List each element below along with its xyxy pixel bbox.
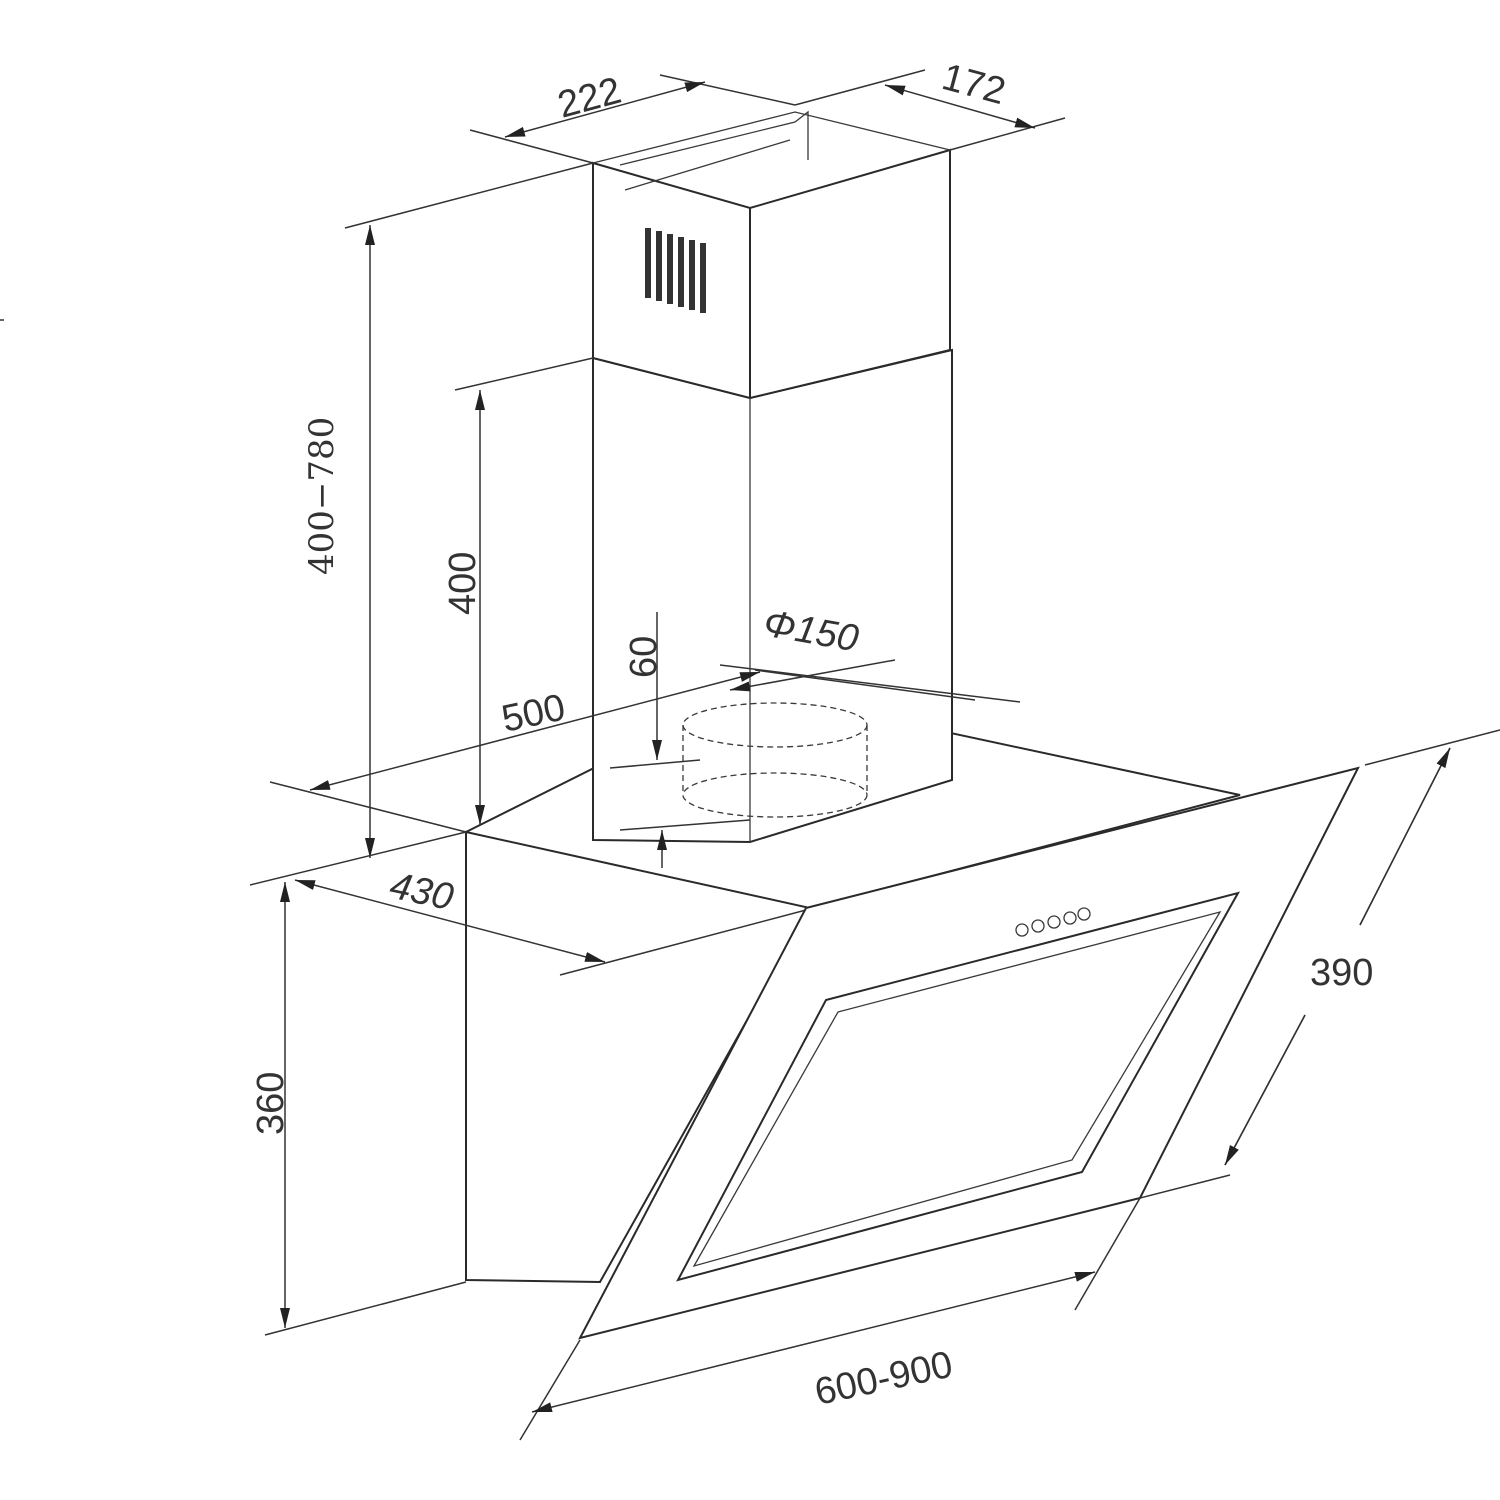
label-chimney-depth: 172 <box>938 56 1010 113</box>
label-chimney-width: 222 <box>553 70 625 127</box>
label-width-range: 600-900 <box>811 1344 956 1414</box>
glass-panel <box>578 766 1360 1340</box>
chimney <box>592 110 953 844</box>
label-body-height: 360 <box>250 1072 292 1135</box>
control-buttons <box>1015 907 1091 937</box>
label-outlet-height: 60 <box>623 636 665 678</box>
label-glass-height: 390 <box>1310 952 1373 994</box>
dimension-lines <box>0 69 1500 1441</box>
label-body-depth-top: 500 <box>498 687 569 741</box>
label-chimney-lower-height: 400 <box>442 552 484 615</box>
label-chimney-height-range: 400−780 <box>302 417 342 575</box>
vent-slots <box>645 228 706 313</box>
label-body-depth-side: 430 <box>386 865 457 919</box>
